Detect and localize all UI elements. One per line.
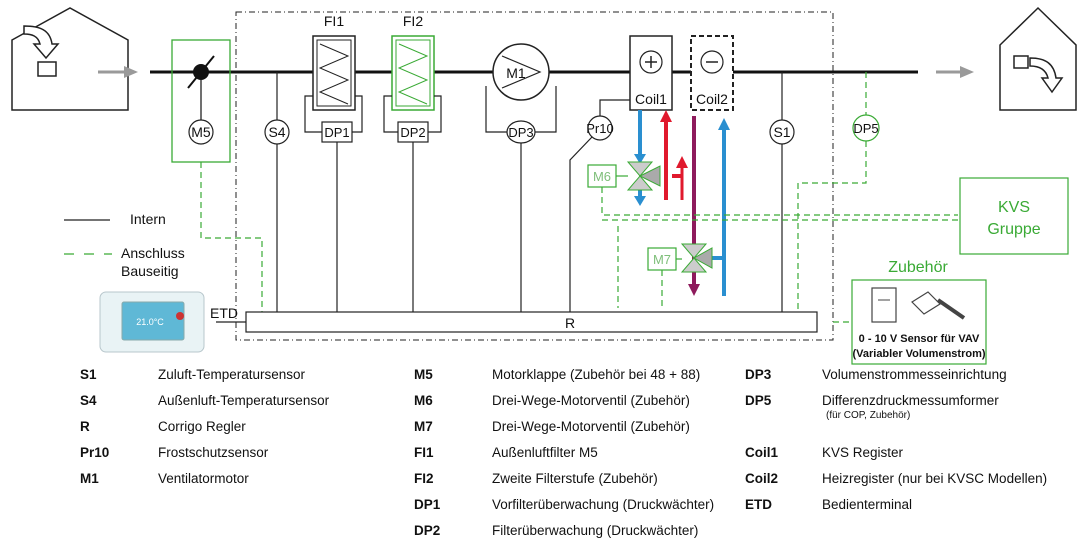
fi1-label: FI1 [324,13,344,29]
r-label: R [565,315,575,331]
m1-label: M1 [506,65,526,81]
m6-three-way-valve [626,161,661,191]
etd-terminal-device [99,291,205,353]
s1-label: S1 [773,124,790,140]
dp5-label: DP5 [853,121,878,136]
etd-display-temp: 21.0°C [136,317,164,327]
s4-label: S4 [268,124,285,140]
outlet-flow-arrow [936,66,974,78]
legend-bauseitig-label: Bauseitig [121,263,179,279]
kvs-label-line2: Gruppe [987,221,1040,238]
pr10-label: Pr10 [586,121,613,136]
unit-boundary [235,11,834,341]
m6-label: M6 [593,169,611,184]
r-controller [245,311,818,333]
sensor-label-line2: (Variabler Volumenstrom) [852,348,985,360]
fi2-label: FI2 [403,13,423,29]
m5-motor-symbol [188,119,214,145]
fi2-filter [391,35,435,111]
fi1-filter [312,35,356,111]
inlet-flow-arrow [98,66,138,78]
dp1-label: DP1 [324,125,349,140]
coil1-label: Coil1 [635,91,667,107]
pr10-frost-sensor [587,115,613,141]
dp3-label: DP3 [508,125,533,140]
coil2-label: Coil2 [696,91,728,107]
m5-label: M5 [191,124,211,140]
m7-label: M7 [653,252,671,267]
outdoor-air-house-icon [11,7,129,111]
kvs-group-box [959,177,1069,255]
field-wiring-lines [200,162,958,323]
legend-anschluss-label: Anschluss [121,245,185,261]
m7-three-way-valve [680,243,713,273]
etd-label: ETD [210,305,238,321]
sensor-label-line1: 0 - 10 V Sensor für VAV [859,333,980,345]
kvs-label-line1: KVS [998,199,1030,216]
damper-symbol [187,55,215,120]
supply-air-house-icon [999,6,1077,111]
duct-sensor-icon [911,291,966,320]
zubehoer-label: Zubehör [888,259,948,276]
wall-sensor-icon [871,287,897,323]
dp2-label: DP2 [400,125,425,140]
legend-intern-label: Intern [130,211,166,227]
